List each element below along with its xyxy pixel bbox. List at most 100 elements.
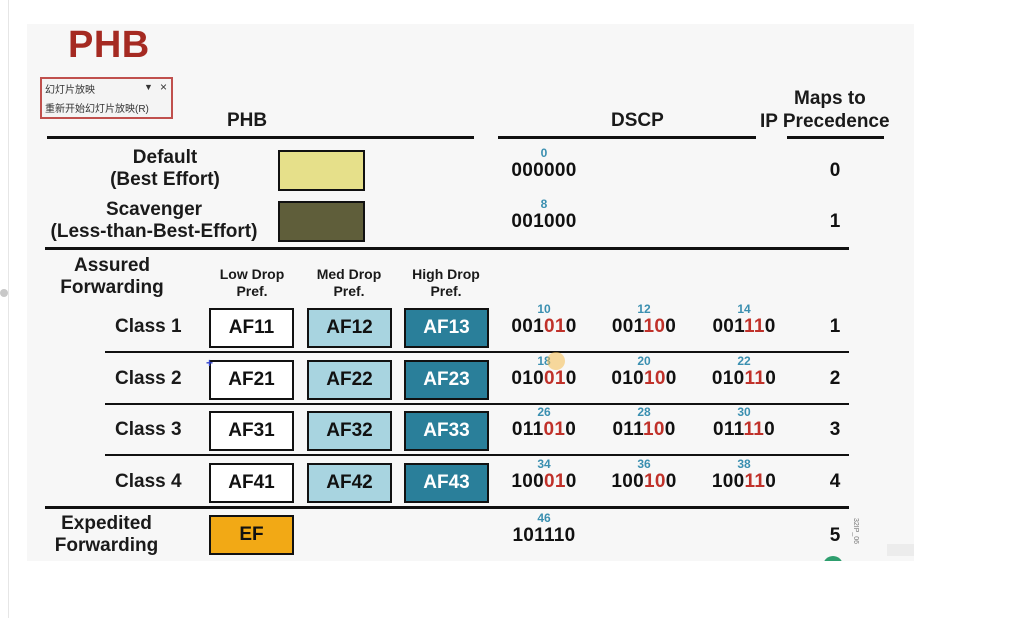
af-dscp-binary: 010010 (499, 368, 589, 390)
af-precedence: 4 (829, 471, 841, 492)
dscp-trailing-bit: 0 (765, 368, 777, 389)
dscp-trailing-bit: 0 (764, 316, 776, 337)
slide-id-note: 32IP_06 (852, 518, 859, 545)
af-dscp-binary: 100010 (499, 471, 589, 493)
af-row-divider (105, 403, 849, 405)
dscp-class-bits: 100 (711, 471, 745, 492)
af-dscp-binary: 001010 (499, 316, 589, 338)
dscp-drop-bits: 11 (744, 316, 765, 337)
af-dscp-binary: 011010 (499, 419, 589, 441)
af-dscp-binary: 100100 (599, 471, 689, 493)
af-dscp-decimal: 12 (637, 302, 651, 316)
col-med-drop-line2: Pref. (333, 283, 365, 299)
dscp-trailing-bit: 0 (765, 471, 777, 492)
dscp-trailing-bit: 0 (764, 419, 776, 440)
header-maps-to: Maps to (794, 88, 866, 109)
dscp-drop-bits: 01 (544, 471, 566, 492)
af-high-drop-box: AF33 (404, 411, 489, 451)
divider-after-scavenger (45, 247, 849, 250)
ef-box: EF (209, 515, 294, 555)
af-dscp-decimal: 10 (537, 302, 551, 316)
assured-forwarding-line2: Forwarding (60, 277, 164, 298)
af-high-drop-box: AF23 (404, 360, 489, 400)
default-dscp-binary: 000000 (511, 160, 577, 181)
default-phb-sublabel: (Best Effort) (110, 169, 220, 190)
default-phb-label: Default (132, 147, 198, 168)
expedited-forwarding-label: Expedited Forwarding (39, 513, 174, 557)
dscp-drop-bits: 01 (544, 316, 566, 337)
floating-widget-icon[interactable] (823, 556, 843, 561)
af-row-divider (105, 351, 849, 353)
window-left-border (8, 0, 9, 618)
af-med-drop-box: AF12 (307, 308, 392, 348)
col-high-drop-line2: Pref. (430, 283, 462, 299)
af-low-drop-box: AF41 (209, 463, 294, 503)
af-low-drop-box: AF11 (209, 308, 294, 348)
header-ip-precedence: IP Precedence (760, 111, 890, 132)
pointer-highlight (547, 352, 565, 370)
dscp-trailing-bit: 0 (565, 419, 577, 440)
af-precedence: 2 (829, 368, 841, 389)
af-low-drop-box: AF31 (209, 411, 294, 451)
dscp-class-bits: 001 (611, 316, 644, 337)
af-dscp-decimal: 18 (537, 354, 551, 368)
dscp-class-bits: 001 (712, 316, 744, 337)
af-dscp-decimal: 30 (737, 405, 751, 419)
af-dscp-decimal: 20 (637, 354, 651, 368)
slide-title: PHB (68, 24, 150, 66)
col-med-drop: Med Drop Pref. (299, 266, 399, 300)
dscp-trailing-bit: 0 (665, 368, 677, 389)
close-icon[interactable]: × (160, 80, 168, 94)
default-phb-name: Default (Best Effort) (70, 147, 260, 191)
scavenger-phb-name: Scavenger (Less-than-Best-Effort) (29, 199, 279, 243)
pen-mark-icon: + (206, 356, 214, 370)
dscp-drop-bits: 01 (544, 368, 566, 389)
scavenger-phb-label: Scavenger (105, 199, 203, 220)
af-dscp-decimal: 26 (537, 405, 551, 419)
col-low-drop-line2: Pref. (236, 283, 268, 299)
dscp-trailing-bit: 0 (665, 471, 677, 492)
col-med-drop-line1: Med Drop (316, 266, 382, 282)
dscp-class-bits: 010 (611, 368, 644, 389)
af-med-drop-box: AF42 (307, 463, 392, 503)
default-color-swatch (278, 150, 365, 191)
af-dscp-decimal: 36 (637, 457, 651, 471)
expedited-forwarding-line2: Forwarding (54, 535, 159, 556)
dscp-class-bits: 010 (511, 368, 544, 389)
ef-dscp-binary: 101110 (512, 525, 576, 546)
dscp-class-bits: 011 (712, 419, 744, 440)
af-dscp-decimal: 28 (637, 405, 651, 419)
scavenger-color-swatch (278, 201, 365, 242)
scavenger-phb-sublabel: (Less-than-Best-Effort) (50, 221, 258, 242)
header-phb: PHB (227, 110, 268, 131)
menu-item-slideshow[interactable]: 幻灯片放映 (45, 85, 95, 96)
header-underline-phb (47, 136, 474, 139)
chevron-down-icon[interactable]: ▼ (144, 82, 153, 92)
af-med-drop-box: AF32 (307, 411, 392, 451)
scroll-handle-dot[interactable] (0, 289, 8, 297)
dscp-trailing-bit: 0 (664, 419, 676, 440)
dscp-drop-bits: 10 (642, 419, 665, 440)
dscp-trailing-bit: 0 (565, 316, 577, 337)
af-precedence: 3 (829, 419, 841, 440)
dscp-drop-bits: 10 (644, 368, 666, 389)
ef-precedence: 5 (829, 525, 841, 546)
slide-canvas: PHB 幻灯片放映 ▼ × 重新开始幻灯片放映(R) PHB DSCP Maps… (27, 24, 914, 561)
default-dscp-decimal: 0 (540, 146, 548, 160)
dscp-trailing-bit: 0 (665, 316, 677, 337)
af-row-divider (105, 454, 849, 456)
af-class-label: Class 2 (115, 368, 182, 389)
dscp-drop-bits: 10 (643, 316, 666, 337)
col-high-drop: High Drop Pref. (396, 266, 496, 300)
dscp-class-bits: 100 (611, 471, 644, 492)
af-med-drop-box: AF22 (307, 360, 392, 400)
af-dscp-binary: 010100 (599, 368, 689, 390)
dscp-drop-bits: 10 (644, 471, 666, 492)
af-high-drop-box: AF43 (404, 463, 489, 503)
scavenger-dscp-binary: 001000 (511, 211, 577, 232)
menu-item-restart-slideshow[interactable]: 重新开始幻灯片放映(R) (45, 104, 149, 115)
af-dscp-decimal: 34 (537, 457, 551, 471)
af-dscp-decimal: 38 (737, 457, 751, 471)
dscp-drop-bits: 11 (743, 419, 765, 440)
slideshow-context-menu: 幻灯片放映 ▼ × 重新开始幻灯片放映(R) (40, 77, 173, 119)
